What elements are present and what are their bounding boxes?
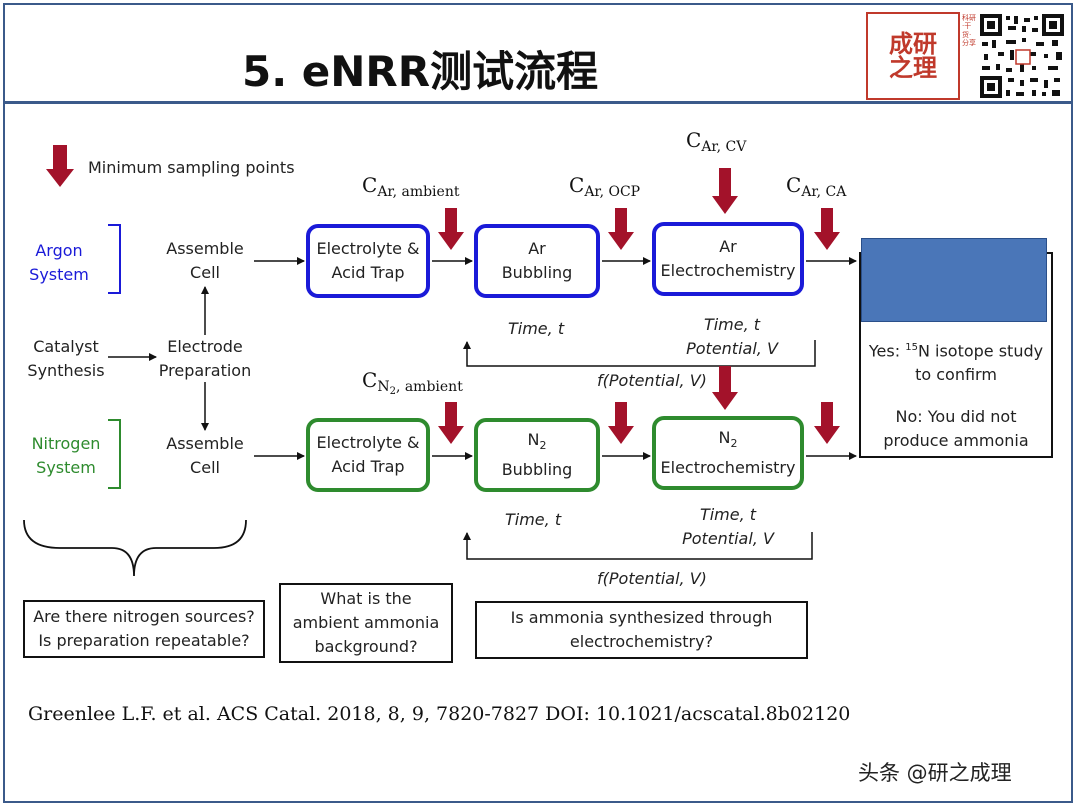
header-divider	[3, 101, 1073, 104]
nitrogen-electrolyte-box: Electrolyte &Acid Trap	[306, 418, 430, 492]
c-ar-ca-label: CAr, CA	[786, 173, 847, 200]
c-ar-cv-label: CAr, CV	[686, 128, 747, 155]
red-arrow-icon	[712, 168, 738, 214]
result-cover-block	[861, 238, 1047, 322]
nitrogen-time-label: Time, t	[505, 510, 562, 529]
argon-time-label: Time, t	[508, 319, 565, 338]
argon-feedback-label: f(Potential, V)	[597, 371, 707, 390]
watermark: 头条 @研之成理	[858, 761, 1012, 785]
argon-electrolyte-box: Electrolyte &Acid Trap	[306, 224, 430, 298]
legend-label: Minimum sampling points	[88, 158, 295, 177]
logo-text: 成研之理	[889, 29, 937, 82]
logo-tagline: 科研·干货·分享	[962, 14, 976, 48]
legend-red-arrow-icon	[46, 145, 74, 187]
c-n2-ambient-label: CN2, ambient	[362, 368, 463, 397]
red-arrow-icon	[608, 208, 634, 250]
citation: Greenlee L.F. et al. ACS Catal. 2018, 8,…	[28, 703, 851, 725]
question-box-preparation: Are there nitrogen sources?Is preparatio…	[23, 600, 265, 658]
page-title: 5. eNRR测试流程	[242, 47, 599, 96]
c-ar-ocp-label: CAr, OCP	[569, 173, 641, 200]
qr-code-icon	[978, 12, 1066, 100]
slide-frame	[3, 3, 1073, 803]
red-arrow-icon	[608, 402, 634, 444]
red-arrow-icon	[712, 366, 738, 410]
red-arrow-icon	[438, 402, 464, 444]
red-arrow-icon	[814, 402, 840, 444]
nitrogen-feedback-label: f(Potential, V)	[597, 569, 707, 588]
brand-logo: 成研之理	[866, 12, 960, 100]
red-arrow-icon	[814, 208, 840, 250]
c-ar-ambient-label: CAr, ambient	[362, 173, 460, 200]
red-arrow-icon	[438, 208, 464, 250]
